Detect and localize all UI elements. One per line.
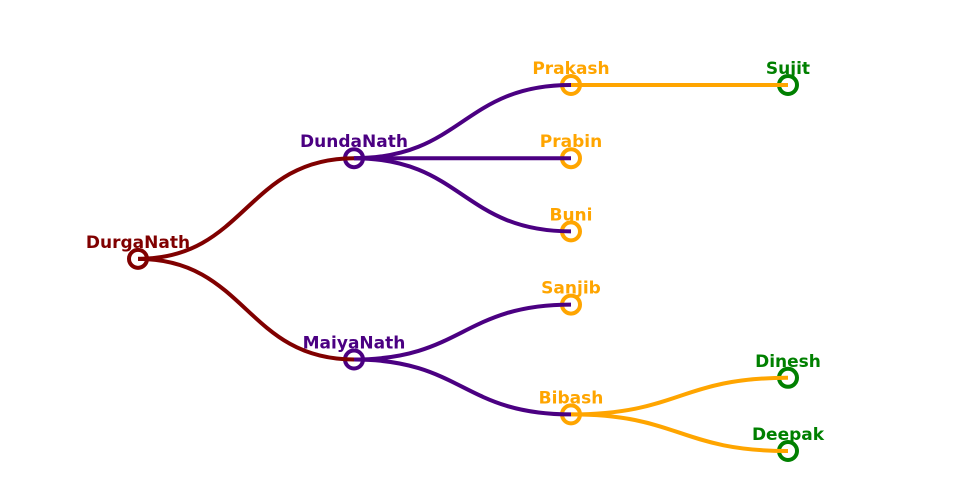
node-label-deepak: Deepak: [752, 425, 825, 445]
node-label-sanjib: Sanjib: [541, 279, 601, 299]
node-label-maiyanath: MaiyaNath: [303, 334, 406, 354]
link-bibash-deepak: [570, 412, 789, 453]
node-label-prakash: Prakash: [532, 59, 609, 79]
link-maiyanath-bibash: [353, 357, 572, 417]
link-durganath-maiyanath: [137, 256, 355, 362]
link-maiyanath-sanjib: [353, 302, 572, 362]
link-dundanath-buni: [353, 156, 572, 234]
link-durganath-dundanath: [137, 156, 355, 261]
node-label-durganath: DurgaNath: [86, 233, 190, 253]
node-label-dinesh: Dinesh: [755, 352, 821, 372]
link-bibash-dinesh: [570, 375, 789, 417]
node-label-buni: Buni: [550, 205, 593, 225]
node-label-bibash: Bibash: [539, 388, 604, 408]
node-label-dundanath: DundaNath: [300, 132, 408, 152]
node-label-prabin: Prabin: [540, 132, 602, 152]
link-dundanath-prakash: [353, 83, 572, 161]
node-label-sujit: Sujit: [766, 59, 810, 79]
